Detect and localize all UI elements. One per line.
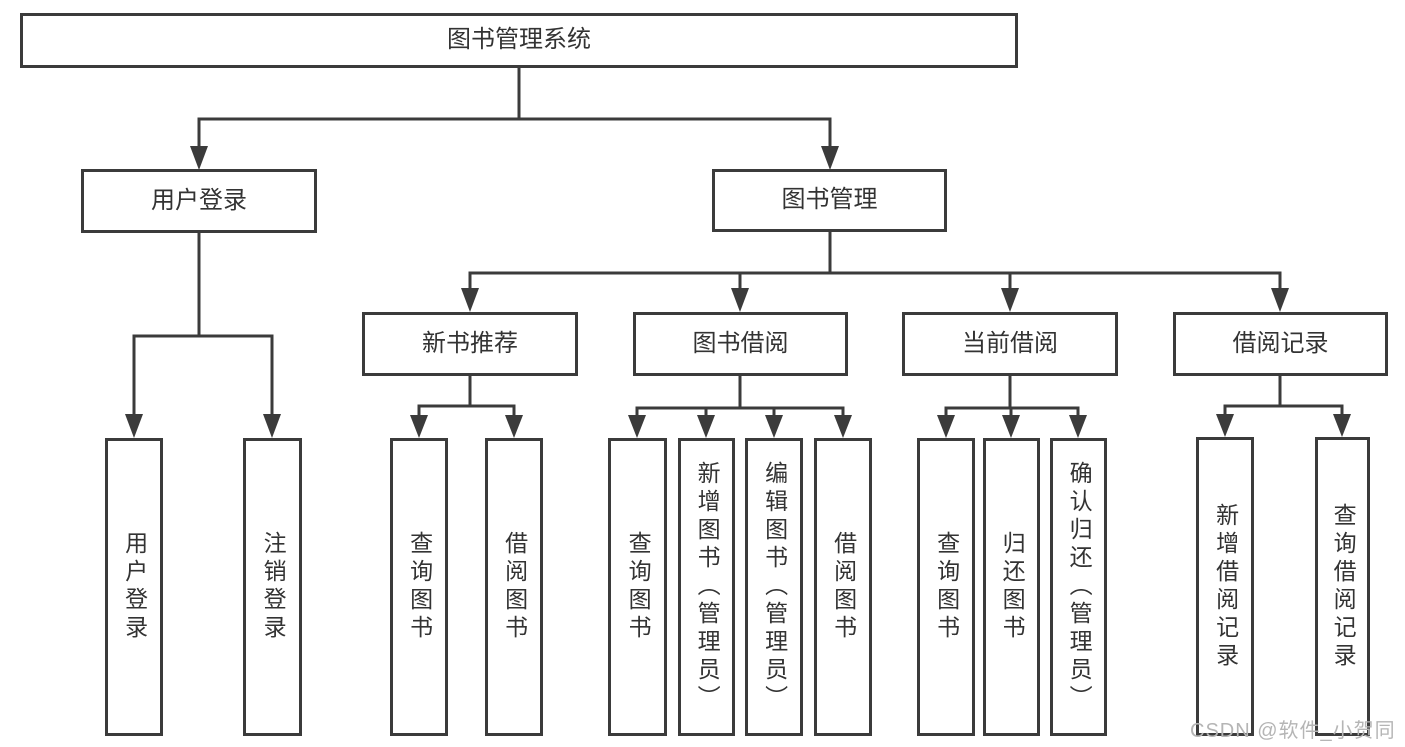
node-book-management: 图书管理 [712, 169, 947, 232]
leaf-borrow-books-2: 借阅图书 [814, 438, 872, 736]
leaf-query-books-3: 查询图书 [917, 438, 975, 736]
connector-borrowing-records-to-children [1216, 374, 1351, 437]
leaf-query-borrow-record: 查询借阅记录 [1315, 437, 1370, 736]
node-user-login: 用户登录 [81, 169, 317, 233]
connector-current-borrowing-to-children [937, 374, 1087, 438]
leaf-query-books-2: 查询图书 [608, 438, 667, 736]
leaf-logout: 注销登录 [243, 438, 302, 736]
leaf-add-books-admin: 新增图书（管理员） [678, 438, 735, 736]
node-current-borrowing: 当前借阅 [902, 312, 1118, 376]
leaf-confirm-return-admin: 确认归还（管理员） [1050, 438, 1107, 736]
leaf-borrow-books: 借阅图书 [485, 438, 543, 736]
node-book-borrowing: 图书借阅 [633, 312, 848, 376]
watermark: CSDN @软件_小贺同学 [1190, 720, 1396, 742]
leaf-edit-books-admin: 编辑图书（管理员） [745, 438, 803, 736]
leaf-user-login: 用户登录 [105, 438, 163, 736]
leaf-return-books: 归还图书 [983, 438, 1040, 736]
leaf-query-books: 查询图书 [390, 438, 448, 736]
node-borrowing-records: 借阅记录 [1173, 312, 1388, 376]
connector-root-to-level2 [190, 66, 839, 170]
node-library-management-system: 图书管理系统 [20, 13, 1018, 68]
connector-new-book-to-children [410, 374, 523, 438]
node-new-book-recommendation: 新书推荐 [362, 312, 578, 376]
connector-user-login-to-children [125, 231, 281, 438]
leaf-add-borrow-record: 新增借阅记录 [1196, 437, 1254, 736]
connector-book-borrowing-to-children [628, 374, 852, 438]
connector-book-management-to-level3 [461, 230, 1289, 312]
